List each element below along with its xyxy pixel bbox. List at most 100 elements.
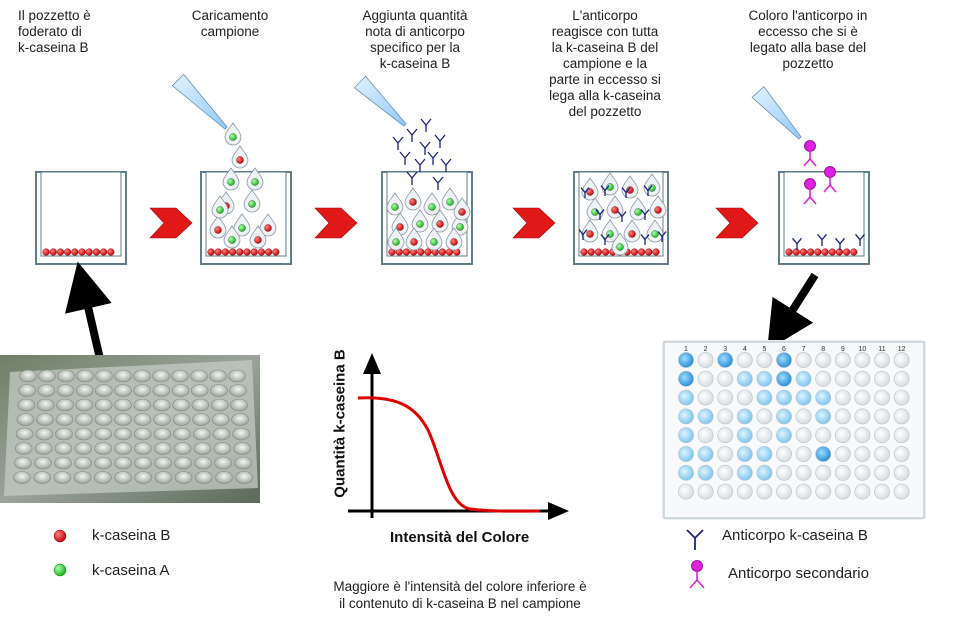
- photo-well: [16, 413, 35, 426]
- plate-well: [736, 446, 753, 462]
- droplet-core: [254, 236, 262, 244]
- coating-dot: [645, 248, 653, 256]
- droplet-core: [651, 230, 659, 238]
- step3-droplet: [451, 212, 469, 236]
- legend-k-caseina-b: k-caseina B: [92, 527, 171, 544]
- plate-well: [776, 483, 792, 500]
- step2-droplet: [243, 189, 261, 213]
- photo-well: [133, 384, 151, 397]
- plate-well: [756, 352, 773, 368]
- step3-droplet: [387, 227, 405, 251]
- plate-well: [717, 464, 734, 481]
- plate-well: [893, 483, 910, 500]
- plate-well: [795, 446, 812, 462]
- plate-column-number: 6: [782, 346, 786, 353]
- step3-antibody: [414, 158, 426, 172]
- plate-well: [815, 352, 832, 368]
- plate-well: [815, 483, 832, 500]
- ab-arm: [406, 171, 413, 179]
- step-arrow-2: [314, 207, 358, 239]
- coating-dot: [63, 248, 72, 256]
- droplet-core: [611, 206, 619, 214]
- sec-head: [824, 166, 836, 178]
- step5-bound-antibody: [855, 233, 865, 246]
- ab-arm: [640, 209, 646, 215]
- step2-droplet: [259, 213, 277, 237]
- plate-well: [736, 389, 753, 406]
- step3-antibody: [427, 151, 439, 165]
- coating-dot: [828, 248, 836, 256]
- coating-dot: [587, 248, 595, 256]
- coating-dot: [243, 248, 251, 256]
- photo-well: [19, 369, 37, 383]
- plate-column-number: 3: [723, 346, 727, 353]
- step-arrow-4: [715, 207, 759, 239]
- photo-well: [234, 456, 252, 470]
- photo-well: [34, 456, 52, 470]
- droplet-core: [430, 238, 438, 246]
- photo-well: [173, 427, 191, 441]
- photo-well: [76, 369, 94, 383]
- plate-well: [717, 408, 734, 425]
- ab-arm: [621, 187, 627, 193]
- photo-well: [55, 413, 74, 426]
- plate-well: [874, 446, 890, 462]
- ab-arm: [392, 136, 399, 144]
- droplet-core: [648, 184, 656, 192]
- photo-well: [190, 384, 209, 397]
- coating-dot: [85, 248, 93, 256]
- plate-well: [815, 446, 832, 462]
- step3-antibody: [406, 128, 418, 142]
- ab-arm: [406, 128, 413, 136]
- plate-well: [874, 427, 890, 444]
- step3-antibody: [392, 136, 404, 150]
- droplet-core: [626, 186, 634, 194]
- plate-well: [776, 427, 792, 444]
- plate-well: [678, 464, 694, 481]
- legend-anticorpo-secondario: Anticorpo secondario: [728, 565, 869, 582]
- ab-arm: [404, 151, 411, 159]
- step3-droplet: [386, 192, 404, 216]
- coating-dot: [799, 248, 808, 256]
- coating-dot: [71, 248, 79, 256]
- ab-arm: [411, 128, 418, 136]
- plate-well: [815, 389, 832, 406]
- ab-arm: [599, 209, 605, 215]
- step4-droplet: [649, 195, 667, 219]
- plate-well: [717, 352, 734, 368]
- photo-well: [134, 442, 152, 455]
- ab-arm: [621, 211, 627, 217]
- photo-well: [152, 369, 170, 383]
- photo-well: [114, 442, 132, 455]
- step4-antibody: [595, 209, 605, 220]
- coating-dot: [601, 248, 610, 256]
- photo-well: [235, 471, 253, 484]
- photo-well: [75, 384, 94, 397]
- ab-arm: [578, 229, 584, 235]
- plate-column-number: 11: [878, 346, 885, 353]
- sec-leg: [809, 158, 817, 167]
- droplet-core: [586, 230, 594, 238]
- droplet-core: [392, 238, 400, 246]
- plate-well: [854, 352, 871, 368]
- coating-dot: [107, 248, 115, 256]
- photo-well: [37, 384, 56, 397]
- photo-well: [133, 427, 152, 441]
- step4-antibody: [621, 187, 631, 198]
- photo-well: [18, 384, 36, 397]
- ab-arm: [792, 237, 798, 245]
- coating-dot: [250, 248, 258, 256]
- coating-dot: [821, 248, 829, 256]
- droplet-core: [654, 206, 662, 214]
- droplet-core: [248, 200, 256, 208]
- photo-well: [190, 369, 208, 383]
- plate-well: [834, 370, 851, 387]
- plate-well: [756, 483, 773, 500]
- coating-dot: [792, 248, 800, 256]
- photo-well: [153, 427, 172, 441]
- ab-arm: [604, 185, 610, 191]
- sec-body: [803, 189, 817, 205]
- plate-well: [678, 370, 694, 387]
- plate-well: [893, 427, 910, 444]
- photo-well: [172, 398, 190, 412]
